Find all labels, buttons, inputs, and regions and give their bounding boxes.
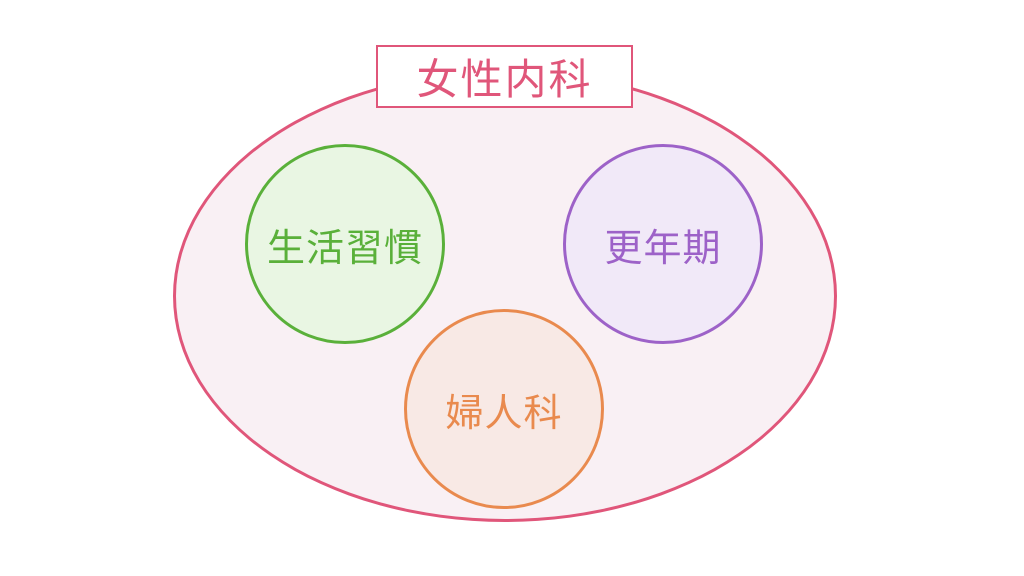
circle-lifestyle-label: 生活習慣	[266, 225, 423, 270]
diagram-title-box: 女性内科	[376, 45, 633, 108]
circle-menopause: 更年期	[563, 144, 763, 344]
circle-gynecology-label: 婦人科	[445, 390, 563, 435]
circle-menopause-label: 更年期	[604, 225, 722, 270]
diagram-title: 女性内科	[416, 55, 593, 104]
circle-gynecology: 婦人科	[404, 309, 604, 509]
circle-lifestyle: 生活習慣	[245, 144, 445, 344]
